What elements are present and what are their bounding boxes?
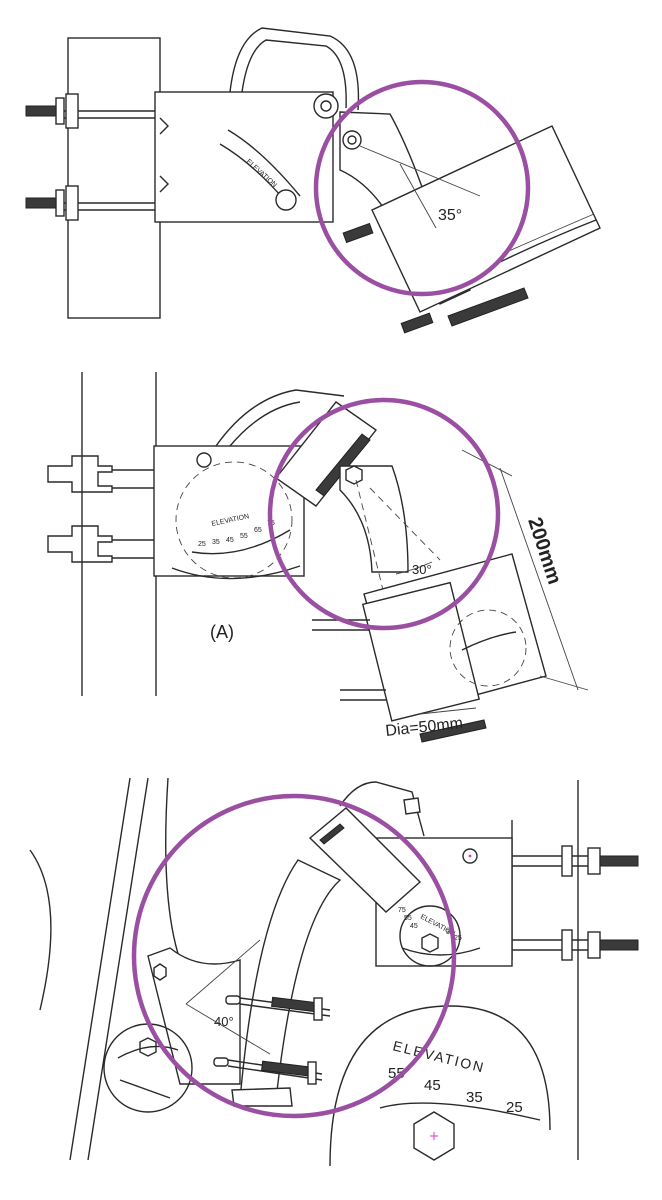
mid-angle-label: 30° <box>412 562 432 577</box>
bot-bolt-upper <box>512 845 639 877</box>
bot-tube-foot <box>231 1087 293 1107</box>
mid-scale-tick-25: 25 <box>198 541 206 548</box>
top-small-bolt-2 <box>400 312 434 334</box>
top-small-bolt-1 <box>342 222 374 244</box>
bot-pole-line-1 <box>69 777 131 1161</box>
mid-nut <box>345 465 363 485</box>
mid-scale-tick-55: 55 <box>240 533 248 540</box>
bot-bracket-plate <box>147 947 241 1085</box>
panel-top: ELEVATION 35° <box>25 27 601 334</box>
mid-angled-arm <box>339 465 409 573</box>
bot-bolt-lower <box>512 929 639 961</box>
bot-highlight-ring <box>131 793 457 1119</box>
bot-threaded-rod-upper <box>225 995 331 1021</box>
panel-middle: ELEVATION 25 35 45 55 65 75 <box>47 372 589 743</box>
top-tube-end <box>447 287 529 327</box>
mid-head-block <box>274 401 378 507</box>
top-bolt-upper <box>25 93 160 129</box>
mid-view-label: (A) <box>210 622 234 642</box>
bot-big-tick-35: 35 <box>466 1089 483 1106</box>
top-adjust-knob <box>275 189 297 211</box>
top-bolt-lower <box>25 185 160 221</box>
bot-big-tick-25: 25 <box>506 1099 523 1116</box>
mid-tube-housing <box>361 581 480 722</box>
mid-scale-tick-35: 35 <box>212 539 220 546</box>
bot-arc-left <box>29 849 52 1011</box>
pole-plank <box>67 37 161 319</box>
mid-scale-tick-45: 45 <box>226 537 234 544</box>
mid-highlight-ring <box>267 397 501 631</box>
bot-small-tick-35: 35 <box>446 929 454 936</box>
top-clamp-plate <box>154 91 334 223</box>
bot-head-block <box>308 807 422 913</box>
bot-pole-line-2 <box>87 777 149 1161</box>
top-pivot-bolt <box>313 93 339 119</box>
top-angle-label: 35° <box>438 207 462 224</box>
mid-clamp-lower <box>47 525 113 563</box>
bot-small-tick-25: 25 <box>454 935 462 942</box>
mid-handle-loop <box>215 389 345 447</box>
mid-dashed-circle-right <box>449 609 527 687</box>
bot-handle-loop <box>339 781 425 837</box>
mid-tube-end <box>419 719 487 743</box>
bot-big-elevation-scale: ELEVATION 55 45 35 25 <box>329 1005 551 1167</box>
top-highlight-ring <box>313 79 531 297</box>
bot-big-tick-45: 45 <box>424 1077 441 1094</box>
bot-threaded-rod-lower <box>213 1057 323 1085</box>
bot-small-tick-55: 55 <box>404 915 412 922</box>
bot-angle-label: 40° <box>214 1014 234 1029</box>
top-handle-loop <box>229 27 360 111</box>
bot-small-tick-75: 75 <box>398 907 406 914</box>
mid-clamp-upper <box>47 455 113 493</box>
mid-scale-tick-65: 65 <box>254 527 262 534</box>
bot-small-tick-45: 45 <box>410 923 418 930</box>
panel-bottom: ELEVATION 75 55 45 35 25 40° <box>29 777 639 1167</box>
top-mount-plate <box>371 125 601 313</box>
